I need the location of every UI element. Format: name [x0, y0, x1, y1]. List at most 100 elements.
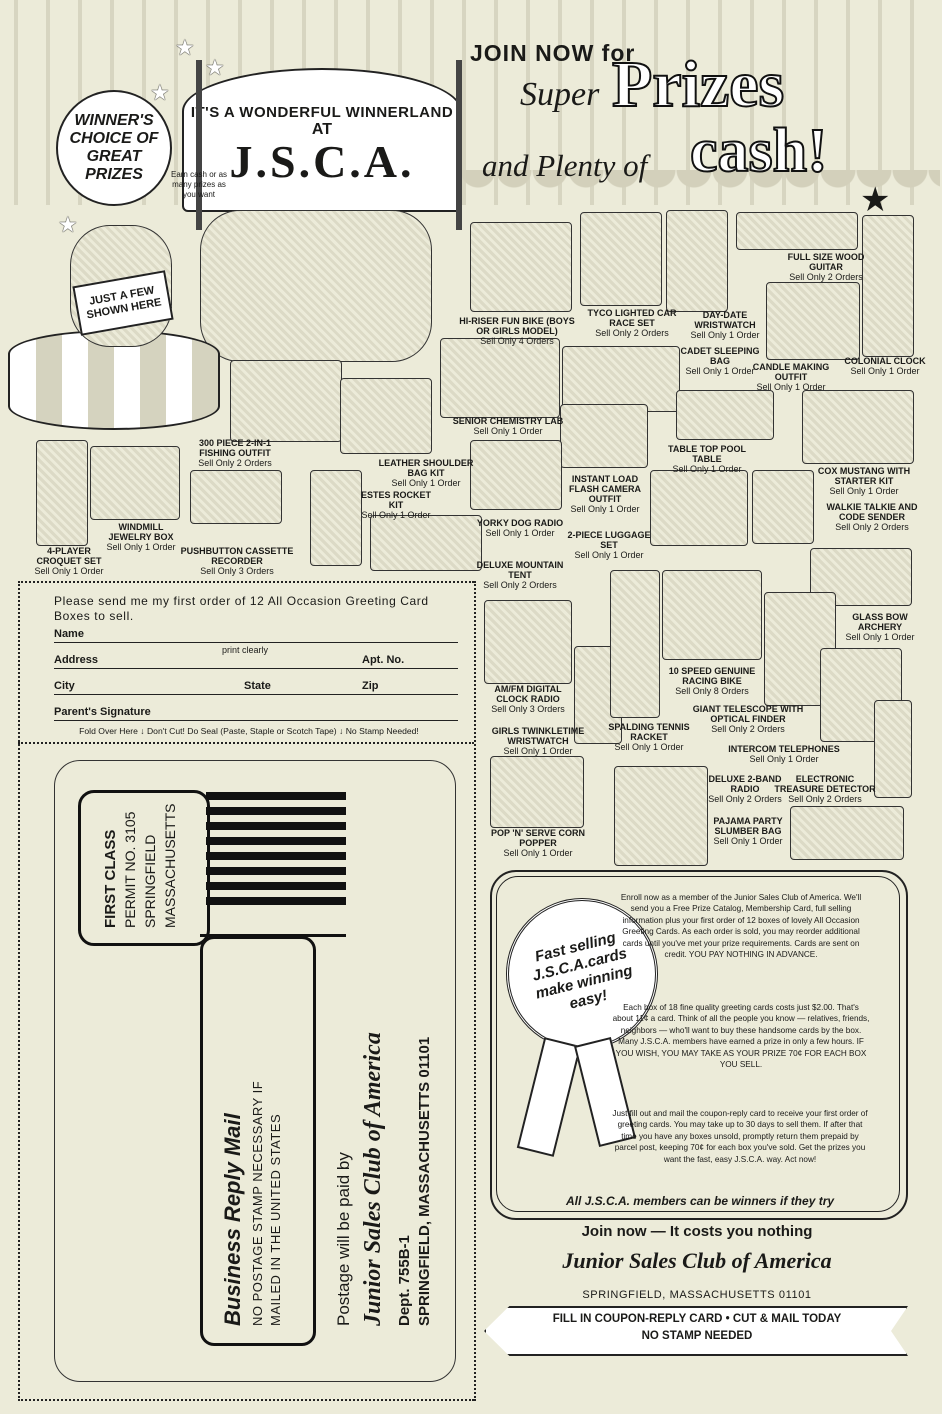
brm-box [200, 936, 316, 1346]
permit-label: PERMIT NO. 3105 [122, 811, 138, 928]
postage-paid-by: Postage will be paid by [334, 1152, 353, 1326]
guitar-image [736, 212, 858, 250]
jewelry-box-image [90, 446, 180, 520]
winners-tagline: All J.S.C.A. members can be winners if t… [565, 1194, 835, 1208]
cut-line [474, 581, 476, 1401]
banner-pole-left [196, 60, 202, 230]
no-postage-line1: NO POSTAGE STAMP NECESSARY IF [250, 1080, 265, 1326]
tennis-racket-image [610, 570, 660, 718]
cut-line [18, 581, 20, 1401]
brm-connector [200, 934, 346, 937]
info-paragraph-2: Each box of 18 fine quality greeting car… [612, 1003, 870, 1070]
winners-choice-text: WINNER'S CHOICE OF GREAT PRIZES [69, 112, 159, 183]
two-band-radio-image [614, 766, 708, 866]
tent-image [370, 515, 482, 571]
cta-arrow-banner [484, 1306, 908, 1356]
racing-bike-image [662, 570, 762, 660]
fold-instructions: Fold Over Here ↓ Don't Cut! Do Seal (Pas… [79, 726, 419, 736]
star-icon: ★ [58, 212, 78, 237]
prizes-word: Prizes [611, 48, 785, 121]
cta-line2: NO STAMP NEEDED [641, 1330, 753, 1342]
club-signature: Junior Sales Club of America [360, 1032, 386, 1326]
join-now-footer: Join now — It costs you nothing [581, 1223, 813, 1240]
banner-at: AT [311, 121, 333, 138]
info-box [490, 870, 908, 1220]
wristwatch-image [666, 210, 728, 312]
cut-line [18, 1399, 474, 1401]
name-field[interactable]: Name [54, 626, 458, 643]
super-word: Super [520, 76, 600, 113]
info-copy-3: Just fill out and mail the coupon-reply … [612, 1108, 868, 1169]
winnerland-banner: IT'S A WONDERFUL WINNERLAND AT J.S.C.A. [182, 68, 462, 212]
candle-outfit-image [766, 282, 860, 360]
club-logo: Junior Sales Club of America [562, 1248, 832, 1273]
cassette-recorder-image [190, 470, 282, 524]
fold-line [18, 742, 474, 744]
cta-line1: FILL IN COUPON-REPLY CARD • CUT & MAIL T… [552, 1313, 842, 1325]
reply-card [54, 760, 456, 1382]
join-now-heading: JOIN NOW for [470, 40, 636, 66]
banner-pole-right [456, 60, 462, 230]
postal-bars [206, 792, 346, 912]
corn-popper-image [490, 756, 584, 828]
coupon-intro: Please send me my first order of 12 All … [54, 594, 429, 623]
info-paragraph-1: Enroll now as a member of the Junior Sal… [620, 893, 862, 960]
race-set-image [580, 212, 662, 306]
croquet-set-image [36, 440, 88, 546]
star-icon: ★ [860, 181, 891, 219]
walkie-talkie-image [752, 470, 814, 544]
ribbon-rosette: Fast selling J.S.C.A.cards make winning … [506, 898, 658, 1050]
earn-note: Earn cash or as many prizes as you want [170, 170, 228, 199]
rocket-kit-image [310, 470, 362, 566]
no-postage-line2: MAILED IN THE UNITED STATES [268, 1113, 283, 1326]
yorky-dog-image [470, 440, 562, 510]
clock-radio-image [484, 600, 572, 684]
reply-dept: Dept. 755B-1 [396, 1235, 413, 1326]
treasure-detector-image [874, 700, 912, 798]
cash-word: cash! [689, 117, 829, 185]
prize-fun-bike: HI-RISER FUN BIKE (BOYS OR GIRLS MODEL)S… [459, 316, 575, 346]
first-class-label: FIRST CLASS [102, 829, 119, 928]
reply-address: SPRINGFIELD, MASSACHUSETTS 01101 [416, 1036, 433, 1326]
star-icon: ★ [150, 80, 170, 105]
camera-image [560, 404, 648, 468]
star-icon: ★ [175, 35, 195, 60]
star-icon: ★ [205, 55, 225, 80]
parent-signature-field[interactable]: Parent's Signature [54, 704, 458, 721]
pool-table-image [676, 390, 774, 440]
kids-parade-illustration [200, 210, 432, 362]
info-copy: Enroll now as a member of the Junior Sal… [612, 892, 870, 964]
banner-line1: IT'S A WONDERFUL WINNERLAND [190, 104, 454, 121]
colonial-clock-image [862, 215, 914, 357]
shoulder-bag-image [340, 378, 432, 454]
mustang-plane-image [802, 390, 914, 464]
and-plenty-text: and Plenty of [482, 148, 648, 183]
luggage-image [650, 470, 748, 546]
slumber-bag-image [790, 806, 904, 860]
sleeping-bag-image [562, 346, 680, 412]
